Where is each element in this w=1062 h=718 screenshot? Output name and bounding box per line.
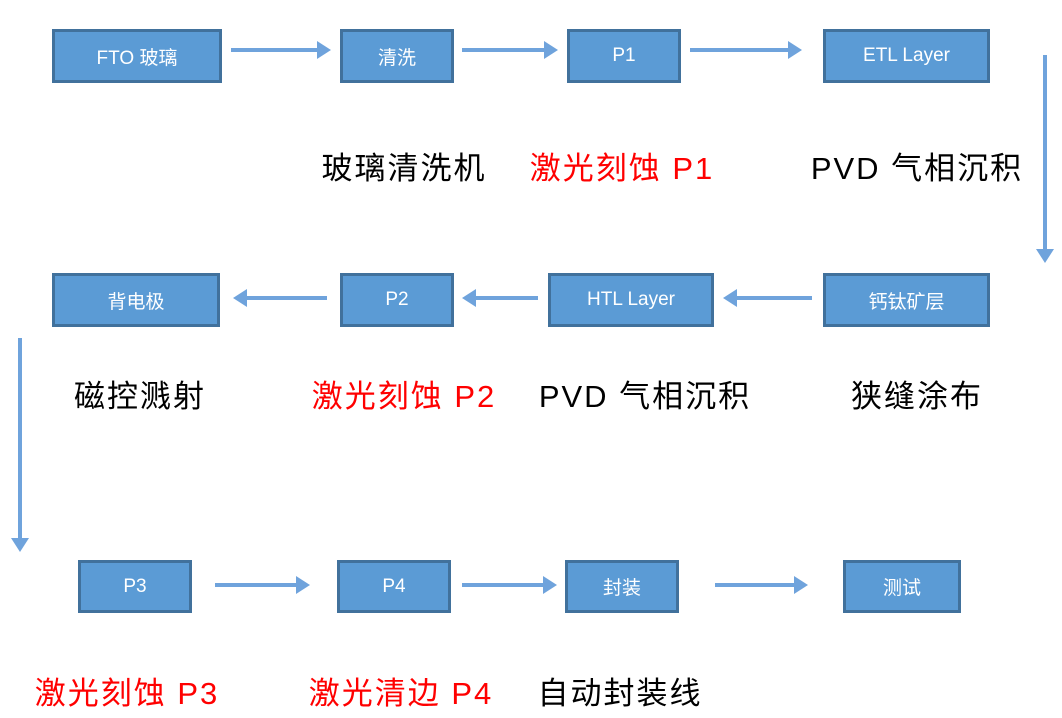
- flow-box-label: 清洗: [377, 47, 416, 69]
- flow-box-p3: P3: [78, 560, 192, 613]
- arrow-right-icon-p3-to-p4: [215, 576, 310, 594]
- arrow-right-icon-p1-to-etl: [690, 41, 802, 59]
- flow-box-encapsulation: 封装: [565, 560, 679, 613]
- caption-pvd-deposition-2: PVD 气相沉积: [538, 379, 752, 414]
- caption-laser-etch-p2: 激光刻蚀 P2: [311, 379, 497, 414]
- arrow-right-icon-cleaning-to-p1: [462, 41, 558, 59]
- flow-box-label: P3: [123, 575, 147, 597]
- arrow-right-icon-encapsulation-to-test: [715, 576, 808, 594]
- caption-laser-etch-p1: 激光刻蚀 P1: [529, 151, 715, 186]
- flow-box-p1: P1: [567, 29, 681, 83]
- flow-box-test: 测试: [843, 560, 961, 613]
- arrow-down-icon-back-electrode-to-p3: [11, 338, 29, 552]
- caption-laser-edge-clean-p4: 激光清边 P4: [308, 676, 494, 711]
- flow-box-p4: P4: [337, 560, 451, 613]
- flow-box-label: 钙钛矿层: [868, 291, 945, 313]
- arrow-right-icon-fto-to-cleaning: [231, 41, 331, 59]
- flow-box-p2: P2: [340, 273, 454, 327]
- flow-box-label: HTL Layer: [587, 289, 675, 310]
- arrow-left-icon-htl-to-p2: [462, 289, 538, 307]
- flow-box-label: P2: [385, 289, 409, 310]
- flow-box-label: 封装: [602, 578, 641, 599]
- flow-box-label: FTO 玻璃: [96, 47, 178, 69]
- flow-box-etl-layer: ETL Layer: [823, 29, 990, 83]
- flow-box-cleaning: 清洗: [340, 29, 454, 83]
- flow-box-label: P1: [612, 45, 636, 66]
- caption-magnetron-sputtering: 磁控溅射: [74, 379, 206, 414]
- flow-box-htl-layer: HTL Layer: [548, 273, 714, 327]
- caption-slit-coating: 狭缝涂布: [851, 379, 983, 414]
- flow-box-label: P4: [382, 575, 406, 597]
- flow-box-label: 测试: [882, 578, 921, 599]
- flow-box-perovskite-layer: 钙钛矿层: [823, 273, 990, 327]
- arrow-left-icon-p2-to-back-electrode: [233, 289, 327, 307]
- caption-pvd-deposition-1: PVD 气相沉积: [810, 151, 1024, 186]
- arrow-down-icon-etl-to-perovskite: [1036, 55, 1054, 263]
- arrow-right-icon-p4-to-encapsulation: [462, 576, 557, 594]
- caption-laser-etch-p3: 激光刻蚀 P3: [34, 676, 220, 711]
- caption-glass-cleaner: 玻璃清洗机: [321, 151, 487, 186]
- flow-box-back-electrode: 背电极: [52, 273, 220, 327]
- arrow-left-icon-perovskite-to-htl: [723, 289, 812, 307]
- caption-auto-encapsulation-line: 自动封装线: [537, 676, 703, 711]
- flow-box-label: ETL Layer: [863, 45, 950, 66]
- flow-box-fto-glass: FTO 玻璃: [52, 29, 222, 83]
- flow-box-label: 背电极: [107, 291, 165, 313]
